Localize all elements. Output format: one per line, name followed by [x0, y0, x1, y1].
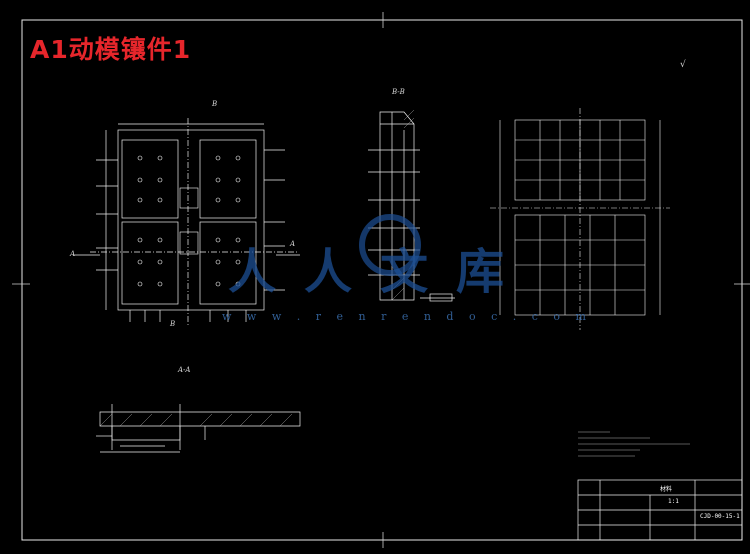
section-label-aa: A-A: [178, 366, 191, 374]
section-aa: [96, 404, 301, 453]
drawing-title: A1动模镶件1: [30, 35, 192, 64]
detail-view: [490, 108, 670, 330]
title-block-scale: 1:1: [668, 498, 679, 505]
title-block: [577, 479, 743, 541]
section-aa-hatch: [99, 413, 293, 427]
centering-marks: [12, 12, 750, 548]
section-bb-hatch: [391, 109, 415, 301]
section-label-bb: B-B: [392, 88, 405, 96]
section-marker-b-bottom: B: [170, 320, 176, 328]
watermark-url: w w w . r e n r e n d o c . c o m: [222, 310, 592, 323]
plan-view-holes: [137, 155, 241, 287]
drawing-frame: [21, 19, 743, 541]
section-marker-a-right: A: [290, 240, 296, 248]
title-block-material: 材料: [660, 486, 673, 493]
watermark-text-cn: 人人文库: [228, 244, 533, 300]
technical-notes: [578, 431, 690, 457]
section-marker-a-left: A: [70, 250, 76, 258]
section-marker-b-top: B: [212, 100, 218, 108]
title-block-drawing-no: CJD-00-15-1: [700, 513, 740, 520]
watermark-logo: [359, 214, 421, 276]
plan-view: [74, 118, 300, 326]
roughness-icon: √: [680, 60, 686, 70]
